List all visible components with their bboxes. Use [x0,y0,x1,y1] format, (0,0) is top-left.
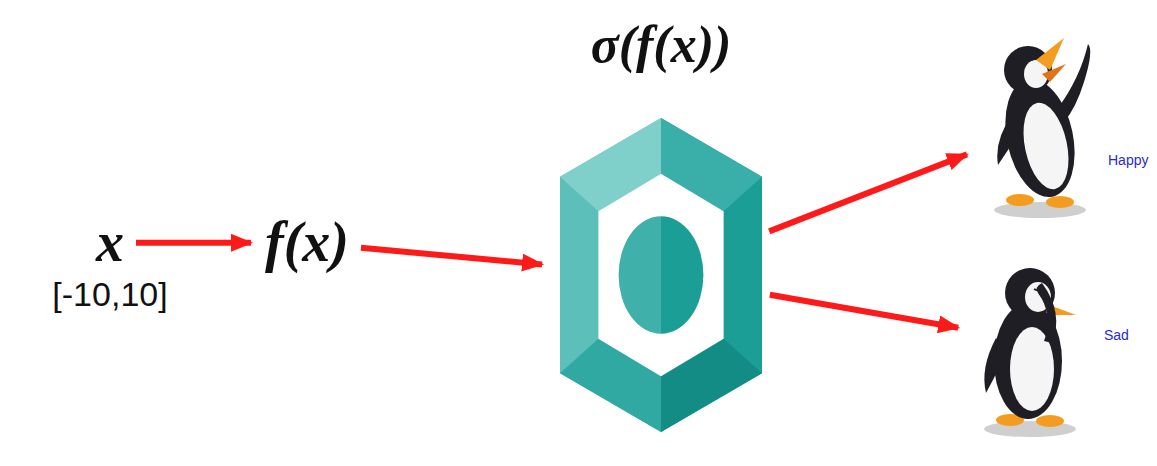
red-arrow [770,295,958,328]
shape-outline [556,118,758,432]
foot [1046,196,1074,208]
outcome-figure: Happy [980,30,1154,220]
foot [1006,194,1034,206]
eye [1025,58,1033,60]
shape-outline [972,243,1090,438]
outcome-label: Sad [1104,327,1129,343]
red-arrow [361,248,542,265]
range-label: [-10,10] [52,274,167,315]
red-arrow [769,154,967,231]
function-box: f(x) [222,212,392,274]
red-arrow [136,240,251,246]
foot [1036,415,1064,427]
shape-outline [980,30,1105,220]
activation-label: σ(f(x)) [549,16,773,73]
happy-penguin [994,38,1090,218]
flipper-on-face [1037,283,1057,343]
sad-penguin [984,268,1076,437]
outcome-label: Happy [1108,152,1148,168]
neuron-icon [560,118,762,432]
beak-lower [1042,64,1066,82]
core-left [619,216,661,334]
neuron-node: σ(f(x)) [549,16,773,436]
beak-upper [1036,38,1064,70]
hex-inner [598,174,723,377]
flipper [997,115,1020,165]
core-right [661,216,703,334]
math-label: x [96,212,124,274]
math-label: f(x) [265,212,349,274]
flipper [984,338,1006,393]
input-variable: x[-10,10] [40,212,180,314]
flipper [1058,44,1090,122]
outcome-figure: Sad [972,243,1132,438]
